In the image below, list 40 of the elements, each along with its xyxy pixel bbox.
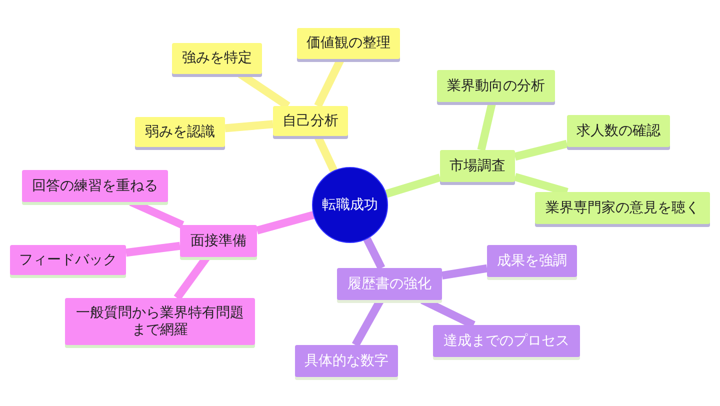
topic-box (437, 70, 555, 102)
topic-label: 転職成功 (321, 196, 379, 214)
topic-box (337, 268, 442, 300)
topic-box (487, 245, 577, 277)
topic-box (433, 325, 580, 357)
topic-label: フィードバック (18, 252, 118, 268)
topic-box (65, 298, 255, 345)
connector-line (126, 242, 180, 257)
topic-label: 回答の練習を重ねる (31, 178, 159, 194)
connector-line (441, 264, 488, 280)
connector-line (514, 140, 568, 161)
topic-box (180, 225, 257, 257)
connector-line (256, 211, 314, 234)
topic-box (297, 28, 400, 59)
topic-label: 面接準備 (190, 232, 248, 250)
topic-label: 弱みを認識 (144, 124, 216, 140)
connector-line (224, 120, 274, 132)
connector-line (363, 237, 386, 270)
topic-box (440, 150, 515, 182)
topic-box (535, 192, 710, 224)
topic-box (172, 43, 262, 74)
connector-line (385, 174, 442, 198)
topic-box (22, 170, 168, 202)
topic-label: 市場調査 (448, 158, 506, 174)
topic-label: 具体的な数字 (304, 352, 390, 370)
topic-label: 履歴書の強化 (346, 276, 432, 292)
topic-label: 業界動向の分析 (446, 78, 546, 94)
topic-box (10, 245, 126, 275)
topic-box (567, 115, 670, 147)
topic-label: 価値観の整理 (306, 35, 392, 52)
topic-label: 自己分析 (282, 112, 340, 130)
topic-box (273, 106, 348, 136)
topic-label: 業界専門家の意見を聴く (544, 200, 700, 216)
topic-label: 達成までのプロセス (442, 332, 570, 350)
topic-box (295, 345, 398, 377)
topic-label: 成果を強調 (496, 252, 568, 270)
topic-label: 強みを特定 (181, 50, 253, 67)
topic-label: 求人数の確認 (576, 122, 662, 140)
topic-box (135, 117, 225, 147)
topic-label: 一般質問から業界特有問題まで網羅 (75, 304, 245, 338)
